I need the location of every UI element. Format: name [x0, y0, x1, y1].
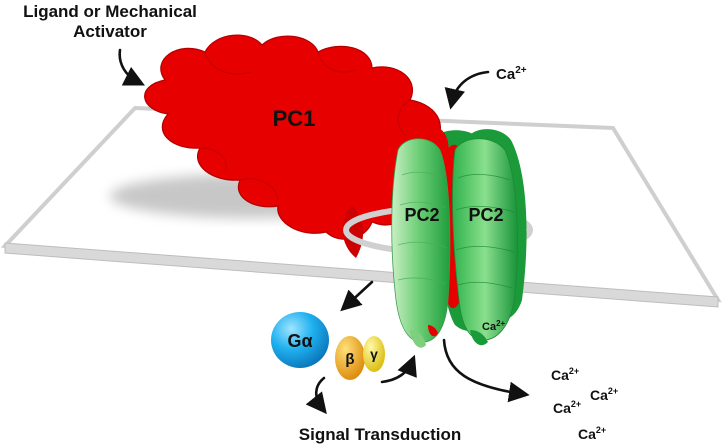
galpha-activation-arrow: [340, 280, 374, 312]
calcium-out-label-2: Ca2+: [590, 386, 618, 403]
gbeta-label: β: [345, 351, 354, 368]
arrows: [118, 48, 530, 415]
galpha-label: Gα: [287, 331, 312, 351]
calcium-top-label: Ca2+: [496, 65, 527, 83]
membrane-front-edge: [4, 242, 719, 308]
calcium-out-label-4: Ca2+: [578, 425, 606, 442]
ggamma-label: γ: [370, 346, 378, 362]
galpha-subunit: [271, 312, 329, 368]
pc1-label: PC1: [273, 106, 316, 131]
activator-label-line1: Ligand or Mechanical: [23, 2, 197, 21]
calcium-release-arrow: [442, 338, 530, 403]
signal-transduction-arrow: [305, 376, 327, 415]
calcium-pore-label: Ca2+: [482, 319, 506, 333]
calcium-out-label-3: Ca2+: [553, 399, 581, 416]
activator-arrow: [118, 48, 145, 86]
gbg-to-channel-arrow: [380, 354, 417, 384]
calcium-out-label-1: Ca2+: [551, 366, 579, 383]
pc2-right-label: PC2: [468, 205, 503, 225]
pc2-left-label: PC2: [404, 205, 439, 225]
activator-label-line2: Activator: [73, 22, 147, 41]
calcium-entry-arrow: [444, 70, 490, 110]
gbeta-subunit: [335, 336, 365, 380]
signal-transduction-label: Signal Transduction: [299, 425, 461, 444]
ggamma-subunit: [363, 336, 385, 372]
pc2-channel: [391, 126, 527, 348]
